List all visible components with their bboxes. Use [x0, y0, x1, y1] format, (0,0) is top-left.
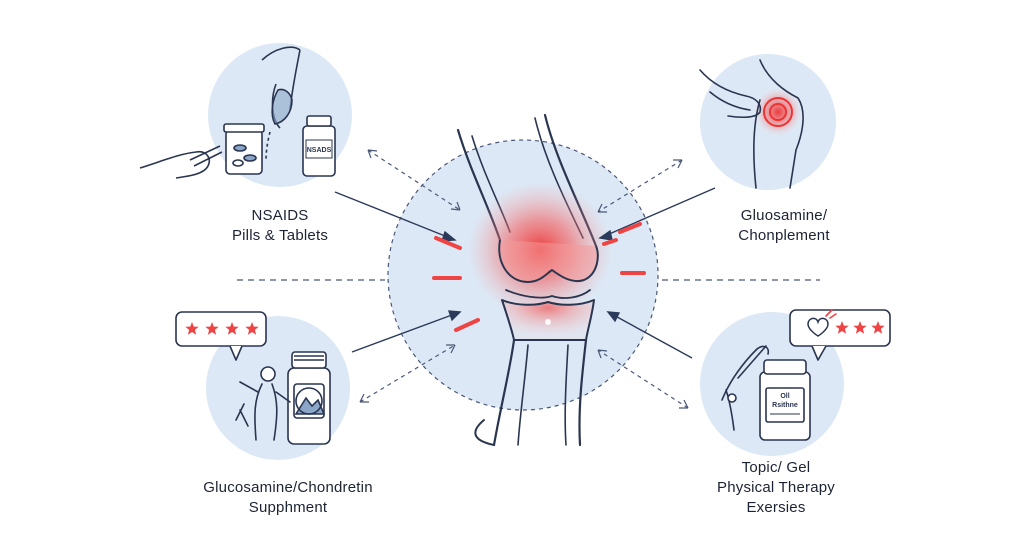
arrow-top-right [598, 187, 716, 241]
knee-pain-icon [699, 59, 804, 189]
caption-top-right-line-2: Chonplement [738, 227, 830, 244]
review-bubble-right [789, 309, 891, 361]
panel-bottom-left [175, 311, 350, 460]
hand-dropper-icon [721, 345, 770, 431]
solid-arrows [334, 187, 716, 359]
panel-top-left: NSADS [139, 43, 352, 187]
star-rating-icon [185, 322, 259, 335]
arrow-top-left [334, 191, 457, 242]
star-rating-icon [835, 321, 885, 334]
gel-bottle-icon [759, 359, 811, 441]
caption-bottom-left: Glucosamine/Chondretin Supphment [168, 478, 408, 518]
rating-star [185, 322, 199, 335]
panel-bottom-right [700, 309, 891, 456]
caption-top-right: Gluosamine/ Chonplement [694, 206, 874, 246]
knee-joint-icon [456, 113, 612, 447]
caption-bottom-right-line-3: Exersies [746, 499, 806, 516]
heart-rating-icon [807, 309, 837, 337]
rating-star [853, 321, 867, 334]
dashed-arrow-top-right [597, 159, 683, 213]
rating-star [871, 321, 885, 334]
rating-star [205, 322, 219, 335]
caption-bottom-right-line-1: Topic/ Gel [741, 459, 811, 476]
bottle-label-line-1: Oll [780, 393, 790, 400]
bottle-label-line-2: Rsithne [772, 402, 798, 409]
bottle-label-text: NSADS [307, 147, 332, 154]
caption-bottom-right-line-2: Physical Therapy [717, 479, 835, 496]
caption-top-left: NSAIDS Pills & Tablets [190, 206, 370, 246]
rating-star [245, 322, 259, 335]
rating-star [225, 322, 239, 335]
caption-top-left-line-1: NSAIDS [251, 207, 309, 224]
caption-bottom-left-line-2: Supphment [248, 499, 328, 516]
bottle-label-nsads: NSADS [307, 147, 332, 154]
caption-bottom-left-line-1: Glucosamine/Chondretin [203, 479, 373, 496]
dashed-arrow-top-left [367, 149, 461, 211]
review-bubble-left [175, 311, 267, 361]
supplement-bottle-icon [287, 351, 331, 445]
dashed-arrow-bottom-left [359, 344, 456, 403]
arrow-bottom-left [351, 310, 462, 353]
dashed-arrow-bottom-right [597, 349, 689, 409]
pill-bottle-icon [139, 46, 336, 179]
arrow-bottom-right [606, 311, 693, 359]
dashed-arrows [359, 149, 689, 409]
caption-top-left-line-2: Pills & Tablets [231, 227, 329, 244]
bottle-label-oil: Oll Rsithne [762, 392, 808, 410]
exercise-figure-icon [235, 366, 291, 441]
center-knee [387, 113, 659, 447]
rating-star [835, 321, 849, 334]
panel-top-right [699, 54, 836, 190]
red-inflammation-marks [432, 222, 646, 332]
caption-bottom-right: Topic/ Gel Physical Therapy Exersies [676, 458, 876, 518]
caption-top-right-line-1: Gluosamine/ [740, 207, 828, 224]
